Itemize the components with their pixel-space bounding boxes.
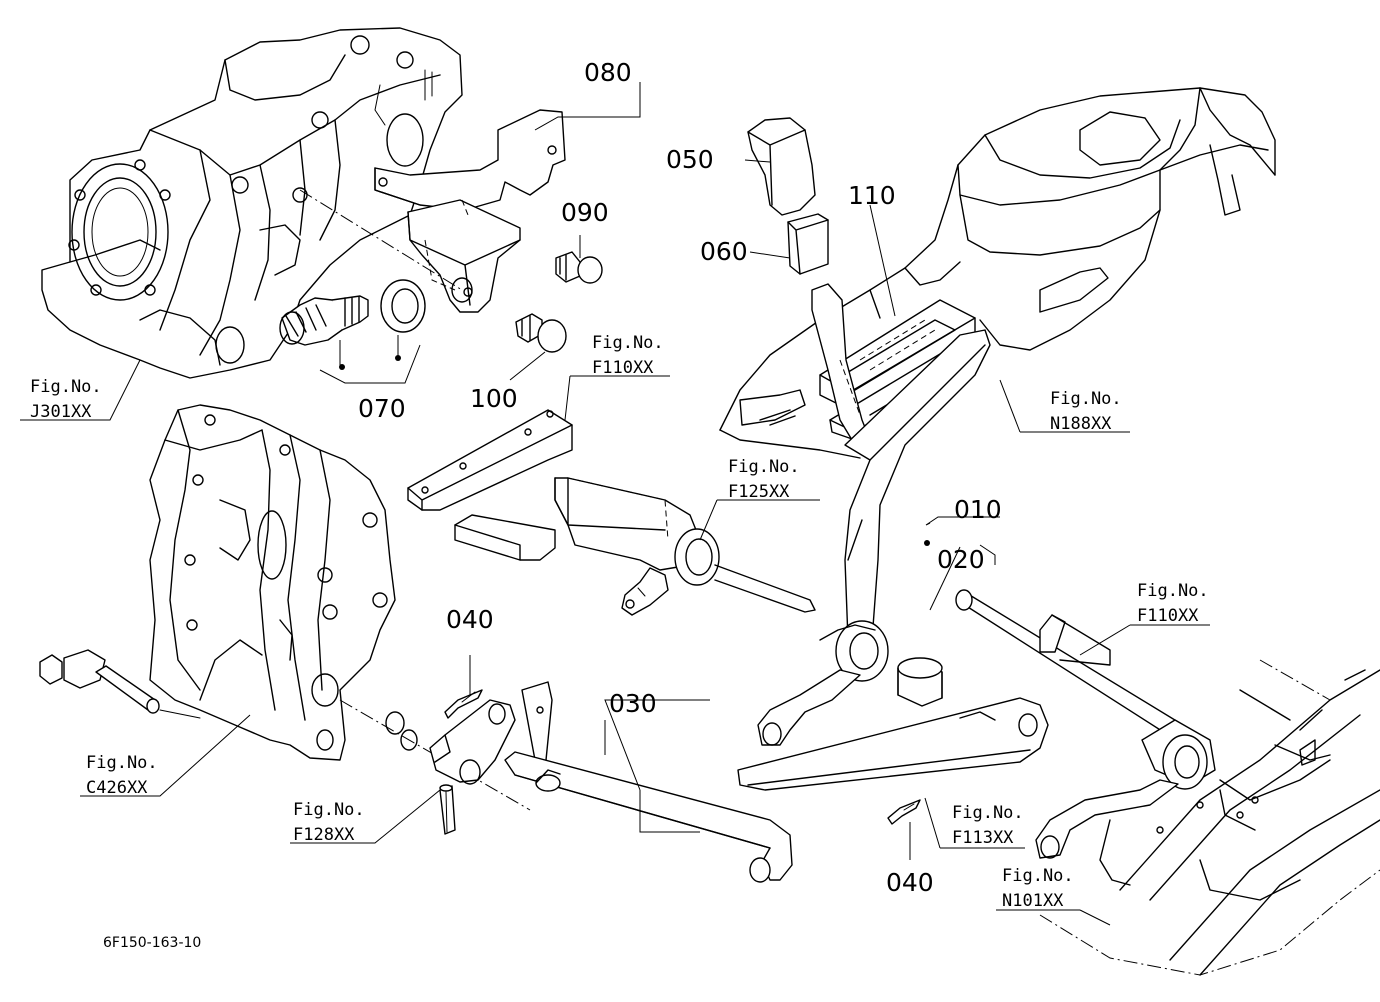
leader-lines <box>20 82 1210 926</box>
rod-030 <box>504 681 793 883</box>
fig-prefix-j301: Fig.No. <box>30 377 102 397</box>
fig-code-f110-top: F110XX <box>592 358 654 378</box>
fig-code-f110-right: F110XX <box>1137 606 1199 626</box>
part-label-100: 100 <box>470 384 518 413</box>
figure-references: Fig.No. J301XX Fig.No. F110XX Fig.No. N1… <box>30 333 1209 911</box>
sensor-assembly <box>279 279 426 346</box>
sleeve-060 <box>787 213 829 275</box>
cross-shaft <box>955 589 1216 886</box>
fig-code-n101: N101XX <box>1002 891 1064 911</box>
pivot-parts <box>339 699 531 835</box>
fig-code-j301: J301XX <box>30 402 92 422</box>
frame <box>1039 659 1380 976</box>
part-label-090: 090 <box>561 198 609 227</box>
part-label-050: 050 <box>666 145 714 174</box>
part-label-010: 010 <box>954 495 1002 524</box>
drawing-code: 6F150-163-10 <box>103 935 201 951</box>
transmission-housing <box>41 27 463 379</box>
fig-prefix-n101: Fig.No. <box>1002 866 1074 886</box>
fig-code-f128: F128XX <box>293 825 355 845</box>
console-cover <box>719 87 1276 459</box>
fig-prefix-f110-right: Fig.No. <box>1137 581 1209 601</box>
fig-prefix-f128: Fig.No. <box>293 800 365 820</box>
part-label-020: 020 <box>937 545 985 574</box>
part-label-040-bottom: 040 <box>886 868 934 897</box>
part-label-060: 060 <box>700 237 748 266</box>
transmission-case <box>149 404 396 761</box>
part-label-080: 080 <box>584 58 632 87</box>
case-bolt <box>39 649 201 719</box>
fig-prefix-f125: Fig.No. <box>728 457 800 477</box>
part-label-110: 110 <box>848 181 896 210</box>
center-line <box>299 189 463 291</box>
link-bar <box>737 697 1049 791</box>
fig-prefix-n188: Fig.No. <box>1050 389 1122 409</box>
fig-prefix-f110-top: Fig.No. <box>592 333 664 353</box>
cotter-pin-040a <box>444 689 483 719</box>
shift-bracket <box>374 109 566 313</box>
part-labels: 080 050 090 110 060 070 100 010 020 040 … <box>358 58 1002 897</box>
fig-code-n188: N188XX <box>1050 414 1112 434</box>
shift-lever <box>757 283 991 746</box>
fig-code-f125: F125XX <box>728 482 790 502</box>
dot-070-a <box>339 364 345 370</box>
part-label-040-top: 040 <box>446 605 494 634</box>
shift-knob-050 <box>747 117 816 216</box>
collar-020 <box>897 657 943 707</box>
part-label-030: 030 <box>609 689 657 718</box>
bolt-090 <box>555 251 603 284</box>
cotter-pin-040b <box>887 799 921 825</box>
dot-010 <box>924 540 930 546</box>
dot-070-b <box>395 355 401 361</box>
fig-code-f113: F113XX <box>952 828 1014 848</box>
fig-prefix-f113: Fig.No. <box>952 803 1024 823</box>
shift-link <box>407 409 816 616</box>
fig-code-c426: C426XX <box>86 778 148 798</box>
bolt-100 <box>515 313 567 353</box>
fig-prefix-c426: Fig.No. <box>86 753 158 773</box>
part-label-070: 070 <box>358 394 406 423</box>
